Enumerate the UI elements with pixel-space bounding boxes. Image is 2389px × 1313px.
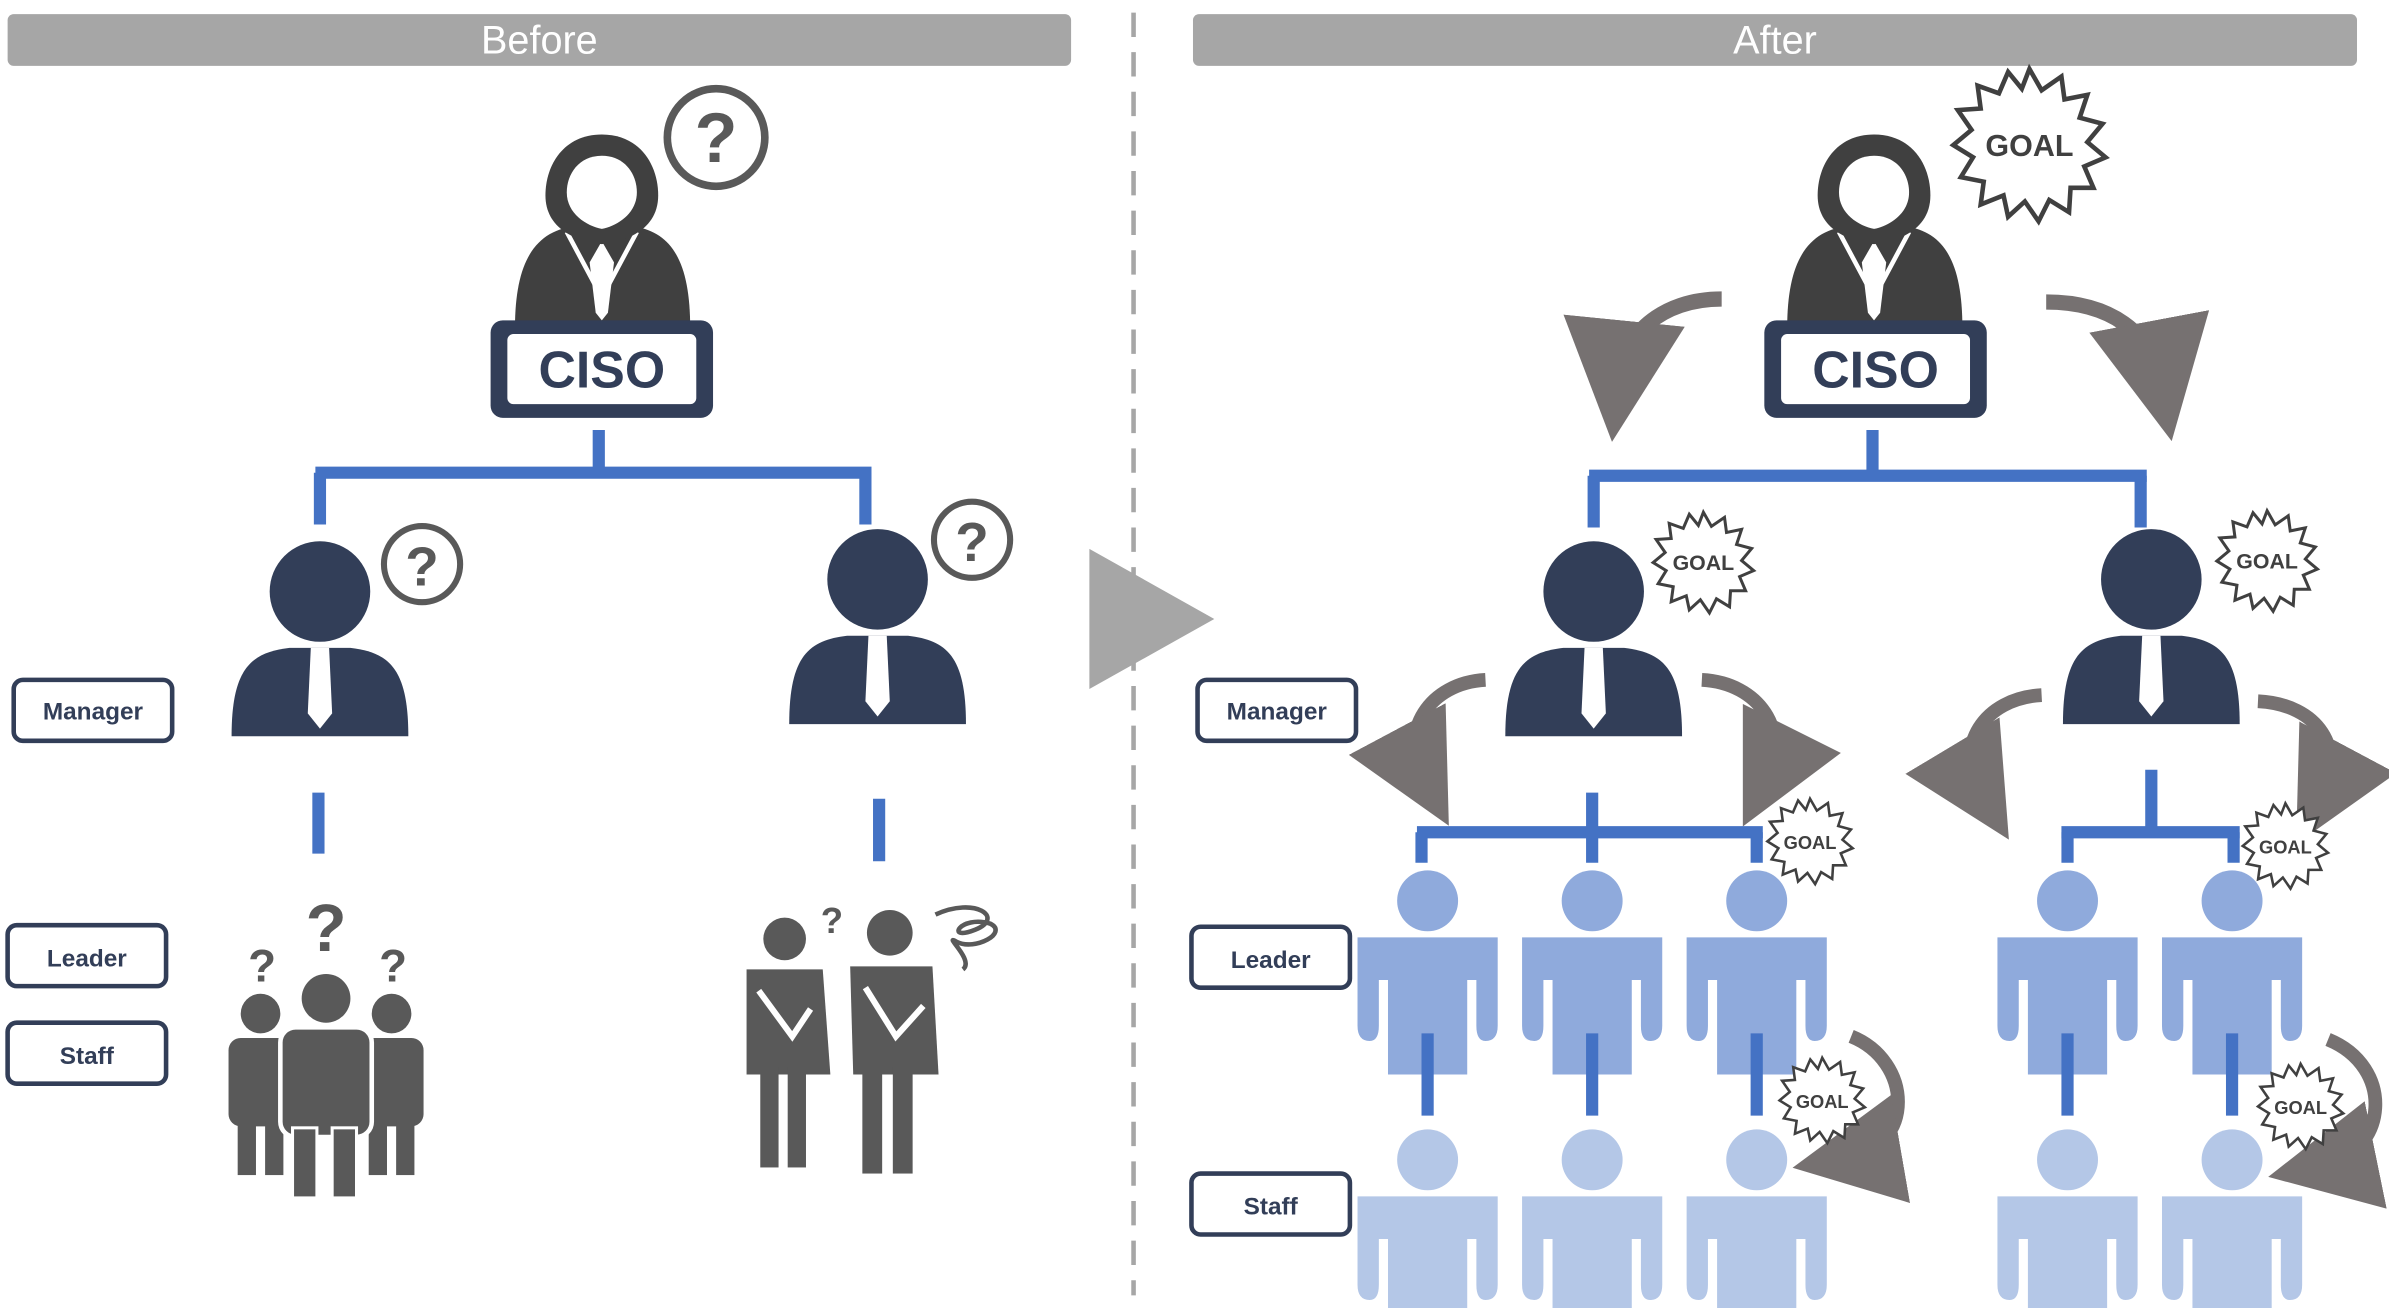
svg-text:?: ? [248, 941, 276, 992]
confused-group-icon: ? ? ? [228, 891, 424, 1200]
svg-text:GOAL: GOAL [1796, 1091, 1849, 1112]
goal-burst-icon: GOAL [1766, 797, 1854, 886]
question-icon: ? [663, 84, 769, 191]
before-header: Before [7, 14, 1072, 66]
svg-text:GOAL: GOAL [2236, 550, 2298, 574]
staff-figure [1997, 1129, 2138, 1313]
staff-figure [1686, 1129, 1827, 1313]
svg-text:Staff: Staff [1244, 1194, 1299, 1221]
after-title: After [1733, 19, 1817, 63]
manager-figure-after-left [1505, 541, 1683, 737]
svg-text:Leader: Leader [1231, 947, 1311, 974]
staff-figure [2161, 1129, 2303, 1313]
after-header: After [1192, 14, 2358, 66]
role-label-manager-after: Manager [1195, 677, 1359, 744]
cascade-arrows-ciso [1563, 291, 2210, 442]
svg-text:GOAL: GOAL [1784, 832, 1837, 853]
svg-text:?: ? [405, 535, 439, 597]
confused-pair-icon: ? [746, 900, 998, 1174]
svg-text:GOAL: GOAL [1673, 551, 1735, 575]
svg-text:?: ? [379, 941, 407, 992]
role-label-staff-before: Staff [5, 1020, 169, 1086]
svg-text:?: ? [306, 891, 347, 966]
svg-text:?: ? [695, 99, 738, 177]
role-label-leader-before: Leader [5, 922, 169, 989]
before-title: Before [481, 19, 598, 63]
svg-text:Leader: Leader [47, 945, 127, 972]
ciso-label-box-before: CISO [490, 320, 714, 418]
ciso-figure-before [514, 134, 691, 328]
leader-row [1357, 870, 2303, 1075]
manager-figure-after-right [2062, 529, 2240, 725]
svg-text:?: ? [955, 511, 988, 573]
svg-text:Staff: Staff [60, 1043, 115, 1070]
svg-text:GOAL: GOAL [1985, 129, 2073, 163]
svg-text:?: ? [821, 900, 843, 941]
org-chart-lines-after-bottom [1421, 1033, 2239, 1116]
question-icon: ? [930, 498, 1014, 581]
org-chart-lines-after-top [1587, 430, 2147, 528]
svg-text:GOAL: GOAL [2259, 837, 2312, 858]
role-label-leader-after: Leader [1189, 924, 1353, 990]
goal-burst-icon: GOAL [2215, 509, 2319, 613]
ciso-figure-after [1787, 134, 1963, 328]
transition-arrow-icon [1089, 548, 1215, 690]
goal-burst-icon: GOAL [2241, 802, 2330, 890]
cascade-arrows-managers [1348, 673, 2389, 845]
staff-row [1357, 1129, 2303, 1313]
goal-burst-icon: GOAL [1651, 510, 1756, 615]
role-label-staff-after: Staff [1189, 1171, 1353, 1237]
role-label-manager-before: Manager [11, 677, 175, 744]
staff-figure [1357, 1129, 1498, 1313]
question-icon: ? [380, 522, 464, 606]
ciso-label-after: CISO [1812, 340, 1939, 398]
goal-burst-icon: GOAL [2256, 1062, 2345, 1151]
goal-burst-icon: GOAL [1778, 1056, 1867, 1145]
svg-text:GOAL: GOAL [2274, 1097, 2327, 1118]
goal-burst-icon: GOAL [1953, 69, 2105, 221]
org-chart-lines-after-mid [1415, 769, 2240, 863]
svg-text:Manager: Manager [1227, 699, 1328, 726]
ciso-label-before: CISO [539, 340, 666, 398]
cascade-arrows-leaders [1792, 1030, 2387, 1209]
ciso-label-box-after: CISO [1764, 320, 1987, 418]
svg-text:Manager: Manager [43, 699, 144, 726]
org-chart-lines-before [312, 430, 886, 862]
staff-figure [1522, 1129, 1663, 1313]
